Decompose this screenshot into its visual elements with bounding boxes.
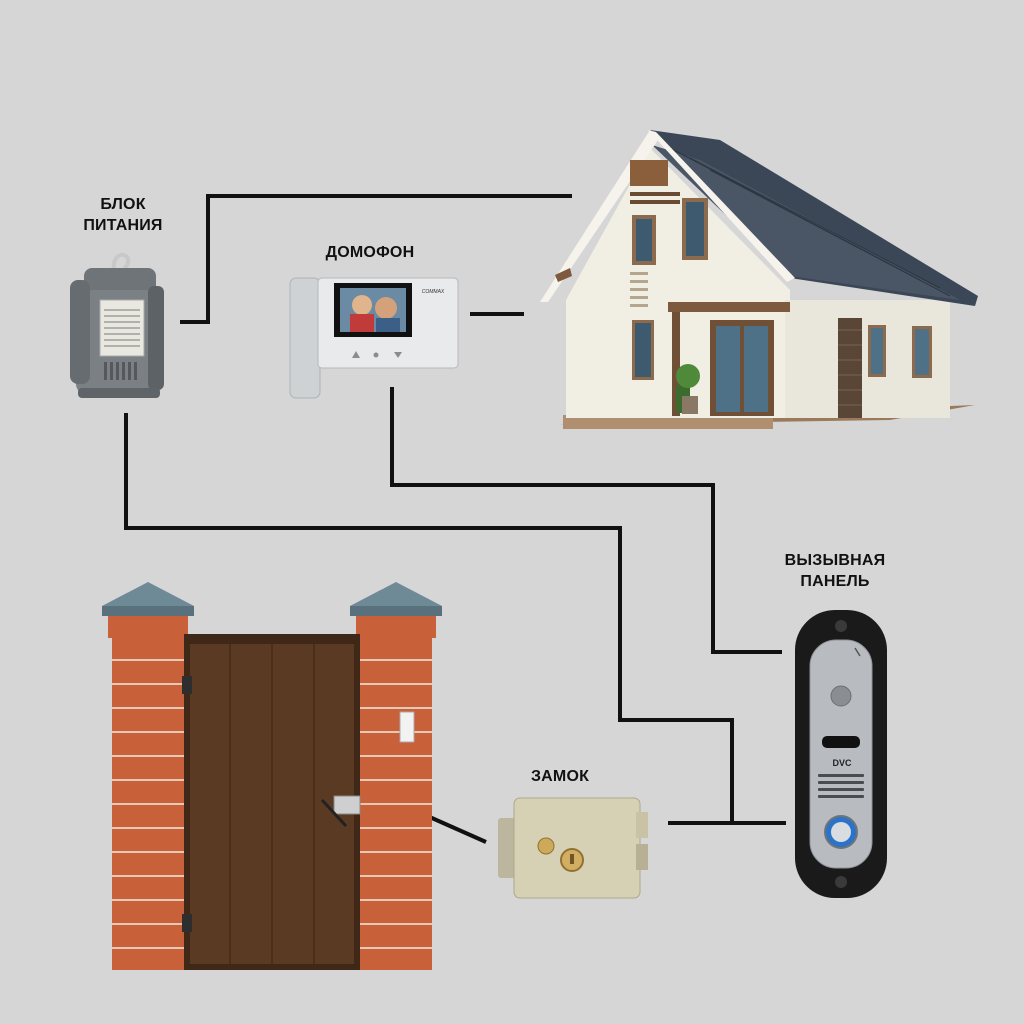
house	[540, 130, 978, 429]
intercom-monitor: COMMAX	[289, 277, 459, 399]
power-supply-hook	[111, 252, 131, 273]
panel-brand: DVC	[832, 758, 852, 768]
electric-lock	[498, 797, 648, 899]
power-supply-unit	[70, 252, 164, 398]
label-lock: ЗАМОК	[530, 768, 590, 785]
call-panel: DVC	[795, 610, 887, 898]
label-power-supply-line1: БЛОК	[100, 196, 146, 213]
label-call-panel-line1: ВЫЗЫВНАЯ	[784, 552, 886, 569]
wire-power-to-lock-bus	[124, 413, 734, 823]
label-power-supply-line2: ПИТАНИЯ	[83, 217, 163, 234]
wire-power-to-house	[180, 194, 572, 324]
monitor-brand: COMMAX	[422, 289, 445, 295]
label-call-panel: ВЫЗЫВНАЯ ПАНЕЛЬ	[770, 550, 900, 592]
gate	[102, 582, 442, 970]
wire-intercom-to-panel	[390, 387, 782, 654]
label-power-supply: БЛОК ПИТАНИЯ	[58, 194, 188, 236]
label-call-panel-line2: ПАНЕЛЬ	[800, 573, 870, 590]
label-intercom: ДОМОФОН	[325, 244, 415, 261]
